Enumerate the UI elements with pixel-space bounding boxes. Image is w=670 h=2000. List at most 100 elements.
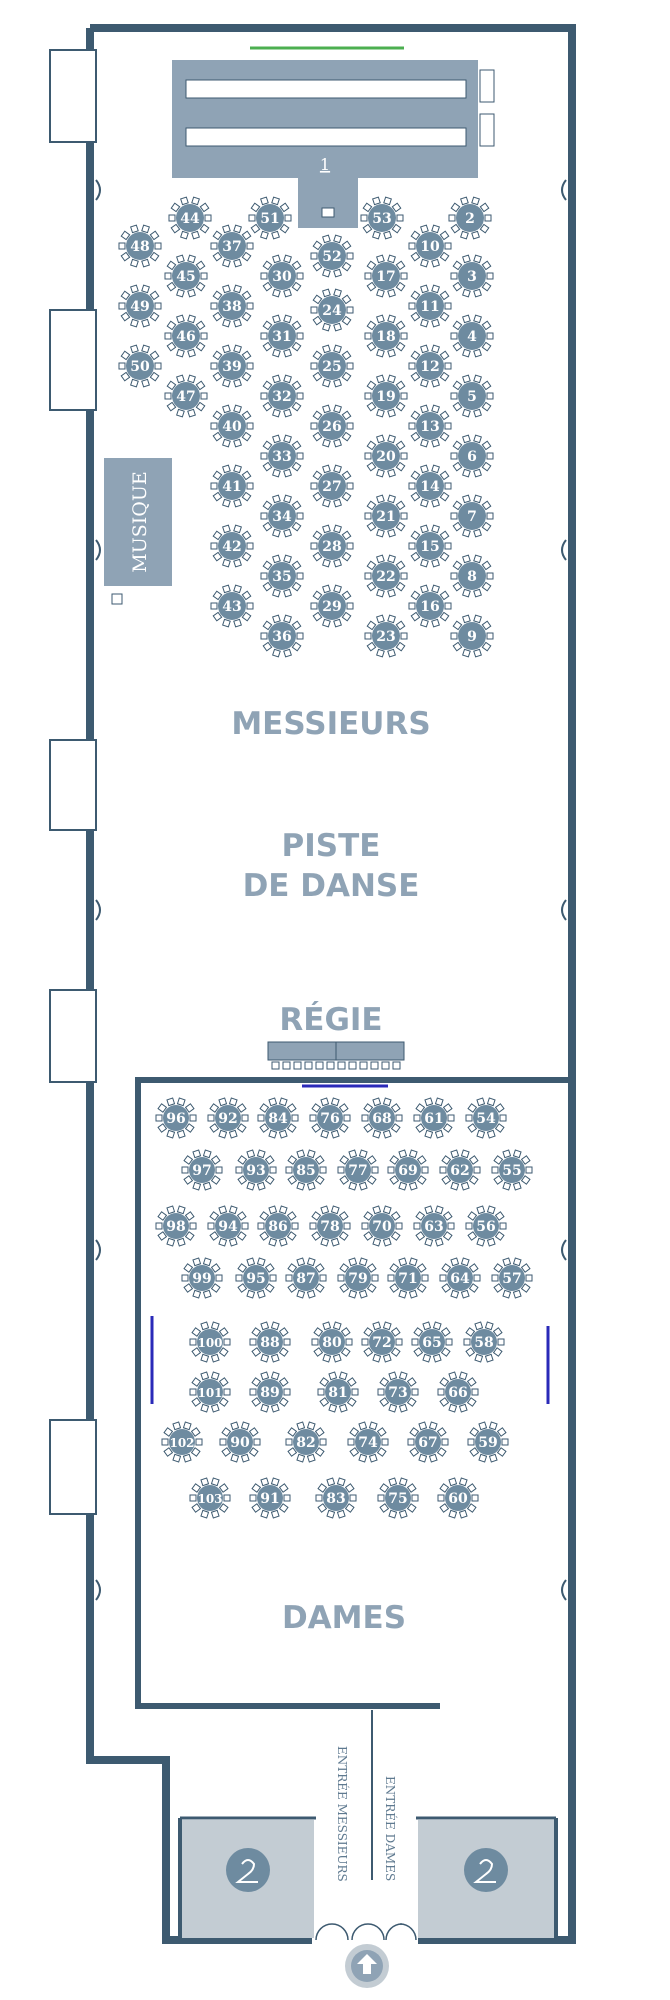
round-table[interactable]: 103 bbox=[189, 1477, 231, 1519]
round-table[interactable]: 38 bbox=[210, 284, 254, 328]
round-table[interactable]: 78 bbox=[309, 1205, 351, 1247]
round-table[interactable]: 39 bbox=[210, 344, 254, 388]
round-table[interactable]: 84 bbox=[257, 1097, 299, 1139]
round-table[interactable]: 36 bbox=[260, 614, 304, 658]
round-table[interactable]: 19 bbox=[364, 374, 408, 418]
round-table[interactable]: 64 bbox=[439, 1257, 481, 1299]
round-table[interactable]: 58 bbox=[463, 1321, 505, 1363]
round-table[interactable]: 47 bbox=[164, 374, 208, 418]
round-table[interactable]: 11 bbox=[408, 284, 452, 328]
round-table[interactable]: 77 bbox=[337, 1149, 379, 1191]
round-table[interactable]: 10 bbox=[408, 224, 452, 268]
round-table[interactable]: 21 bbox=[364, 494, 408, 538]
round-table[interactable]: 2 bbox=[448, 196, 492, 240]
round-table[interactable]: 87 bbox=[285, 1257, 327, 1299]
round-table[interactable]: 79 bbox=[337, 1257, 379, 1299]
round-table[interactable]: 68 bbox=[361, 1097, 403, 1139]
round-table[interactable]: 25 bbox=[310, 344, 354, 388]
round-table[interactable]: 52 bbox=[310, 234, 354, 278]
round-table[interactable]: 42 bbox=[210, 524, 254, 568]
round-table[interactable]: 20 bbox=[364, 434, 408, 478]
round-table[interactable]: 44 bbox=[168, 196, 212, 240]
round-table[interactable]: 53 bbox=[360, 196, 404, 240]
round-table[interactable]: 57 bbox=[491, 1257, 533, 1299]
round-table[interactable]: 76 bbox=[309, 1097, 351, 1139]
round-table[interactable]: 29 bbox=[310, 584, 354, 628]
round-table[interactable]: 13 bbox=[408, 404, 452, 448]
round-table[interactable]: 72 bbox=[361, 1321, 403, 1363]
round-table[interactable]: 63 bbox=[413, 1205, 455, 1247]
round-table[interactable]: 94 bbox=[207, 1205, 249, 1247]
round-table[interactable]: 41 bbox=[210, 464, 254, 508]
round-table[interactable]: 34 bbox=[260, 494, 304, 538]
round-table[interactable]: 40 bbox=[210, 404, 254, 448]
round-table[interactable]: 12 bbox=[408, 344, 452, 388]
round-table[interactable]: 26 bbox=[310, 404, 354, 448]
round-table[interactable]: 7 bbox=[450, 494, 494, 538]
round-table[interactable]: 95 bbox=[235, 1257, 277, 1299]
round-table[interactable]: 88 bbox=[249, 1321, 291, 1363]
round-table[interactable]: 96 bbox=[155, 1097, 197, 1139]
round-table[interactable]: 54 bbox=[465, 1097, 507, 1139]
round-table[interactable]: 61 bbox=[413, 1097, 455, 1139]
round-table[interactable]: 17 bbox=[364, 254, 408, 298]
round-table[interactable]: 98 bbox=[155, 1205, 197, 1247]
round-table[interactable]: 45 bbox=[164, 254, 208, 298]
round-table[interactable]: 14 bbox=[408, 464, 452, 508]
round-table[interactable]: 22 bbox=[364, 554, 408, 598]
round-table[interactable]: 51 bbox=[248, 196, 292, 240]
round-table[interactable]: 67 bbox=[407, 1421, 449, 1463]
round-table[interactable]: 89 bbox=[249, 1371, 291, 1413]
round-table[interactable]: 102 bbox=[161, 1421, 203, 1463]
round-table[interactable]: 60 bbox=[437, 1477, 479, 1519]
round-table[interactable]: 6 bbox=[450, 434, 494, 478]
round-table[interactable]: 37 bbox=[210, 224, 254, 268]
round-table[interactable]: 55 bbox=[491, 1149, 533, 1191]
round-table[interactable]: 73 bbox=[377, 1371, 419, 1413]
round-table[interactable]: 18 bbox=[364, 314, 408, 358]
round-table[interactable]: 15 bbox=[408, 524, 452, 568]
round-table[interactable]: 99 bbox=[181, 1257, 223, 1299]
round-table[interactable]: 56 bbox=[465, 1205, 507, 1247]
round-table[interactable]: 97 bbox=[181, 1149, 223, 1191]
round-table[interactable]: 49 bbox=[118, 284, 162, 328]
round-table[interactable]: 5 bbox=[450, 374, 494, 418]
round-table[interactable]: 86 bbox=[257, 1205, 299, 1247]
round-table[interactable]: 33 bbox=[260, 434, 304, 478]
round-table[interactable]: 65 bbox=[411, 1321, 453, 1363]
round-table[interactable]: 43 bbox=[210, 584, 254, 628]
round-table[interactable]: 8 bbox=[450, 554, 494, 598]
round-table[interactable]: 32 bbox=[260, 374, 304, 418]
round-table[interactable]: 82 bbox=[285, 1421, 327, 1463]
round-table[interactable]: 85 bbox=[285, 1149, 327, 1191]
round-table[interactable]: 70 bbox=[361, 1205, 403, 1247]
round-table[interactable]: 62 bbox=[439, 1149, 481, 1191]
round-table[interactable]: 92 bbox=[207, 1097, 249, 1139]
round-table[interactable]: 100 bbox=[189, 1321, 231, 1363]
round-table[interactable]: 69 bbox=[387, 1149, 429, 1191]
round-table[interactable]: 48 bbox=[118, 224, 162, 268]
round-table[interactable]: 80 bbox=[311, 1321, 353, 1363]
round-table[interactable]: 50 bbox=[118, 344, 162, 388]
round-table[interactable]: 66 bbox=[437, 1371, 479, 1413]
round-table[interactable]: 9 bbox=[450, 614, 494, 658]
round-table[interactable]: 35 bbox=[260, 554, 304, 598]
round-table[interactable]: 83 bbox=[315, 1477, 357, 1519]
round-table[interactable]: 75 bbox=[377, 1477, 419, 1519]
round-table[interactable]: 90 bbox=[219, 1421, 261, 1463]
round-table[interactable]: 30 bbox=[260, 254, 304, 298]
round-table[interactable]: 3 bbox=[450, 254, 494, 298]
round-table[interactable]: 23 bbox=[364, 614, 408, 658]
round-table[interactable]: 46 bbox=[164, 314, 208, 358]
round-table[interactable]: 4 bbox=[450, 314, 494, 358]
round-table[interactable]: 101 bbox=[189, 1371, 231, 1413]
round-table[interactable]: 16 bbox=[408, 584, 452, 628]
round-table[interactable]: 24 bbox=[310, 288, 354, 332]
round-table[interactable]: 74 bbox=[347, 1421, 389, 1463]
round-table[interactable]: 91 bbox=[249, 1477, 291, 1519]
round-table[interactable]: 71 bbox=[387, 1257, 429, 1299]
round-table[interactable]: 81 bbox=[317, 1371, 359, 1413]
round-table[interactable]: 59 bbox=[467, 1421, 509, 1463]
round-table[interactable]: 28 bbox=[310, 524, 354, 568]
round-table[interactable]: 93 bbox=[235, 1149, 277, 1191]
